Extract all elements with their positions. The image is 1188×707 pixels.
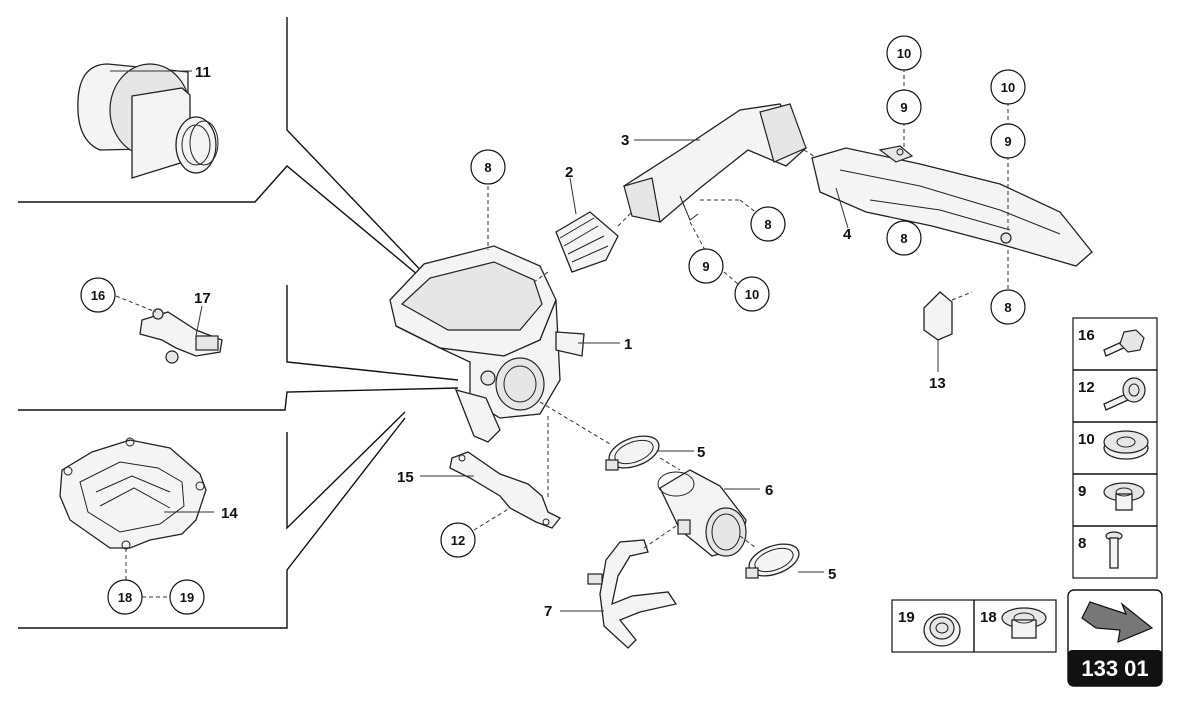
svg-text:12: 12 xyxy=(451,533,465,548)
callout-10a: 10 xyxy=(734,276,770,312)
seal-legend: 19 18 xyxy=(891,599,1057,653)
callout-12: 12 xyxy=(440,522,476,558)
label-5a: 5 xyxy=(697,444,705,461)
callout-8a: 8 xyxy=(470,149,506,185)
svg-text:9: 9 xyxy=(900,100,907,115)
callout-19: 19 xyxy=(169,579,205,615)
page-reference-badge: 133 01 xyxy=(1067,589,1163,687)
part-17-sensor xyxy=(115,295,223,364)
part-3-intake-duct xyxy=(622,103,821,285)
svg-text:8: 8 xyxy=(1078,535,1086,552)
svg-text:9: 9 xyxy=(1078,483,1086,500)
svg-text:18: 18 xyxy=(980,609,997,626)
label-17: 17 xyxy=(194,290,211,307)
part-13-bracket xyxy=(923,291,973,372)
part-11-filter-element xyxy=(77,63,219,179)
label-4: 4 xyxy=(843,226,852,243)
label-14: 14 xyxy=(221,505,238,522)
label-3: 3 xyxy=(621,132,629,149)
label-2: 2 xyxy=(565,164,573,181)
svg-text:10: 10 xyxy=(1001,80,1015,95)
callout-10c: 10 xyxy=(990,69,1026,105)
label-15: 15 xyxy=(397,469,414,486)
label-6: 6 xyxy=(765,482,773,499)
svg-text:8: 8 xyxy=(484,160,491,175)
legend-item-19: 19 xyxy=(898,609,961,647)
part-7-hose xyxy=(560,525,678,649)
label-7: 7 xyxy=(544,603,552,620)
svg-text:19: 19 xyxy=(898,609,915,626)
callout-16: 16 xyxy=(80,277,116,313)
callout-8d: 8 xyxy=(990,289,1026,325)
callout-18: 18 xyxy=(107,579,143,615)
svg-text:19: 19 xyxy=(180,590,194,605)
legend-item-18: 18 xyxy=(980,607,1047,639)
svg-text:16: 16 xyxy=(91,288,105,303)
callout-9a: 9 xyxy=(688,248,724,284)
part-15-bracket-plate xyxy=(420,451,562,531)
svg-text:9: 9 xyxy=(702,259,709,274)
svg-text:8: 8 xyxy=(900,231,907,246)
label-13: 13 xyxy=(929,375,946,392)
legend-item-10: 10 xyxy=(1078,430,1149,460)
part-labels: 1 2 3 4 5 5 6 7 11 13 14 15 17 xyxy=(194,64,946,620)
arrow-icon xyxy=(1081,601,1154,643)
legend-item-12: 12 xyxy=(1078,377,1146,411)
fastener-legend: 16 12 10 9 8 xyxy=(1072,317,1158,579)
part-4-long-duct xyxy=(811,68,1093,290)
svg-text:10: 10 xyxy=(897,46,911,61)
callout-9c: 9 xyxy=(990,123,1026,159)
inset-frames xyxy=(18,17,459,629)
svg-text:8: 8 xyxy=(1004,300,1011,315)
callout-10b: 10 xyxy=(886,35,922,71)
label-5b: 5 xyxy=(828,566,836,583)
legend-item-8: 8 xyxy=(1078,531,1123,569)
part-1-filter-housing xyxy=(389,186,620,500)
svg-text:18: 18 xyxy=(118,590,132,605)
svg-text:10: 10 xyxy=(1078,431,1095,448)
callout-8b: 8 xyxy=(750,206,786,242)
svg-text:9: 9 xyxy=(1004,134,1011,149)
svg-text:10: 10 xyxy=(745,287,759,302)
part-14-shield xyxy=(59,437,214,598)
page-reference: 133 01 xyxy=(1081,656,1148,681)
callout-8c: 8 xyxy=(886,220,922,256)
label-11: 11 xyxy=(195,64,211,81)
part-6-maf-housing xyxy=(657,469,760,557)
svg-text:8: 8 xyxy=(764,217,771,232)
legend-item-16: 16 xyxy=(1078,327,1145,357)
legend-item-9: 9 xyxy=(1078,482,1145,511)
svg-text:16: 16 xyxy=(1078,327,1095,344)
part-5-clamps xyxy=(539,401,824,579)
label-1: 1 xyxy=(624,336,632,353)
callout-9b: 9 xyxy=(886,89,922,125)
svg-text:12: 12 xyxy=(1078,379,1095,396)
part-2-bellows xyxy=(533,177,633,283)
